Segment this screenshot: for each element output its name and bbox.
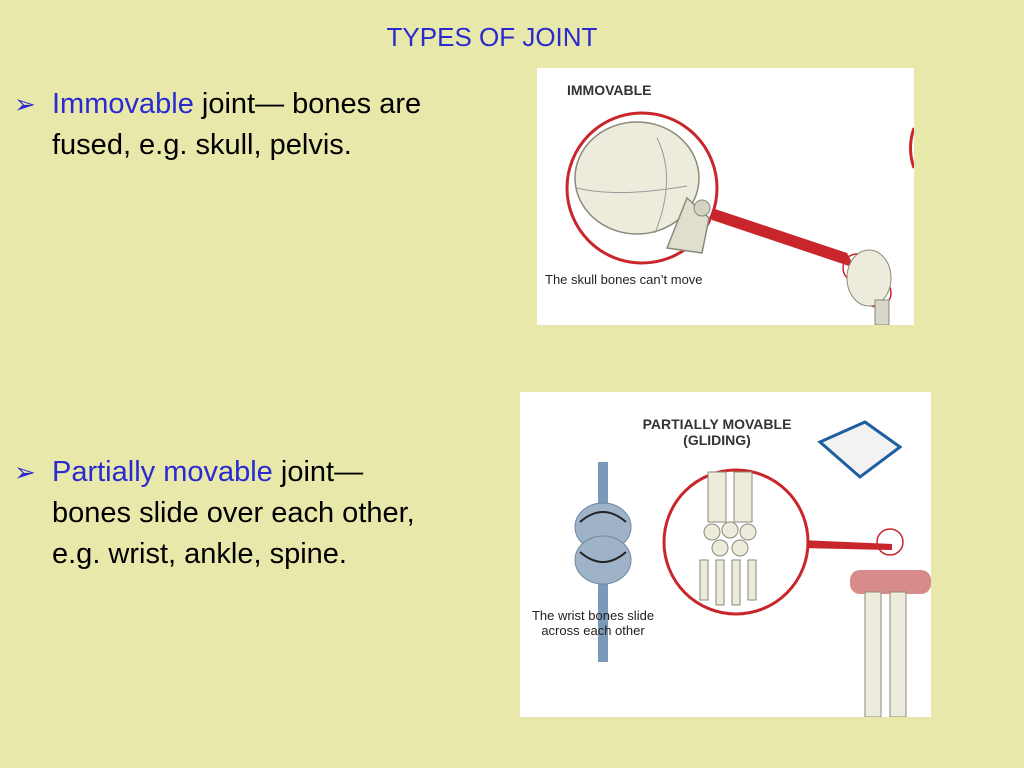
figure-label-line2: (GLIDING) — [683, 432, 751, 448]
figure-caption-line1: The wrist bones slide — [531, 608, 655, 623]
figure-caption: The skull bones can’t move — [545, 272, 703, 287]
figure-label-line1: PARTIALLY MOVABLE — [642, 416, 792, 432]
figure-partially-movable: PARTIALLY MOVABLE (GLIDING) The wrist bo… — [520, 392, 931, 717]
figure-caption-line2: across each other — [541, 623, 645, 638]
bullet-partially-movable: ➢ Partially movable joint— bones slide o… — [14, 452, 434, 575]
bullet-immovable: ➢ Immovable joint— bones are fused, e.g.… — [14, 84, 434, 166]
bullet-rest: joint— bones are fused, e.g. skull, pelv… — [52, 88, 422, 161]
arrow-bullet-icon: ➢ — [14, 457, 36, 487]
figure-caption: The wrist bones slide across each other — [520, 608, 666, 638]
skull-illustration — [565, 111, 914, 325]
figure-label: IMMOVABLE — [567, 82, 652, 98]
figure-label: PARTIALLY MOVABLE (GLIDING) — [626, 416, 808, 448]
figure-immovable: IMMOVABLE The skull bones can’t move — [537, 68, 914, 325]
slide-title: TYPES OF JOINT — [386, 22, 598, 52]
wrist-illustration — [574, 420, 931, 717]
arrow-bullet-icon: ➢ — [14, 89, 36, 119]
bullet-text: Partially movable joint— bones slide ove… — [52, 452, 434, 575]
bullet-highlight: Partially movable — [52, 456, 273, 488]
bullet-rest: joint— bones slide over each other, e.g.… — [52, 456, 415, 570]
bullet-highlight: Immovable — [52, 88, 194, 120]
bullet-text: Immovable joint— bones are fused, e.g. s… — [52, 84, 434, 166]
